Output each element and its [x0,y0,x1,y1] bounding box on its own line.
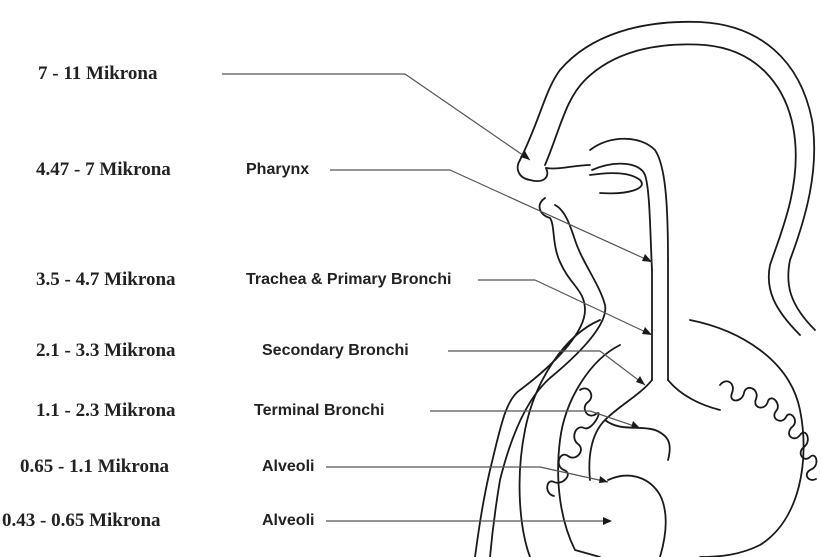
lower-lung-inner [608,476,666,557]
right-bronchus-outline [668,380,720,410]
leader-line-1b [405,74,530,160]
size-label-2: 4.47 - 7 Mikrona [36,160,171,179]
upper-lip-outline [546,165,590,168]
region-label-terminal-bronchi: Terminal Bronchi [254,403,384,419]
nose-outline [518,160,548,181]
leader-line-2b [450,170,652,262]
head-inner-outline [545,44,800,335]
tongue-outline [590,173,642,193]
left-bronchus-outline [589,380,652,480]
size-label-3: 3.5 - 4.7 Mikrona [36,270,176,289]
leader-lines [222,74,652,521]
region-label-alveoli-2: Alveoli [262,513,314,529]
size-label-1: 7 - 11 Mikrona [38,64,157,83]
size-label-5: 1.1 - 2.3 Mikrona [36,401,176,420]
size-label-7: 0.43 - 0.65 Mikrona [2,511,161,530]
arrowhead-5 [631,421,640,428]
chin-outline [475,198,585,557]
leader-line-6b [540,467,608,482]
region-label-pharynx: Pharynx [246,162,309,178]
arrowhead-3 [642,327,652,335]
region-label-secondary-bronchi: Secondary Bronchi [262,343,409,359]
region-label-trachea: Trachea & Primary Bronchi [246,272,451,288]
nasal-passage-inner [592,164,652,270]
arrowhead-6 [599,476,608,483]
nasal-passage-outline [590,139,668,260]
left-lung-alveoli [547,388,598,496]
size-label-4: 2.1 - 3.3 Mikrona [36,341,176,360]
arrowhead-4 [636,376,645,385]
neck-front-inner [490,205,605,557]
anatomy-outline [475,22,816,557]
left-lung-inner [558,345,620,557]
region-label-alveoli-1: Alveoli [262,459,314,475]
leader-line-3b [535,280,652,335]
right-lung-outline [690,320,804,557]
arrowhead-7 [603,517,612,525]
size-label-6: 0.65 - 1.1 Mikrona [20,457,169,476]
